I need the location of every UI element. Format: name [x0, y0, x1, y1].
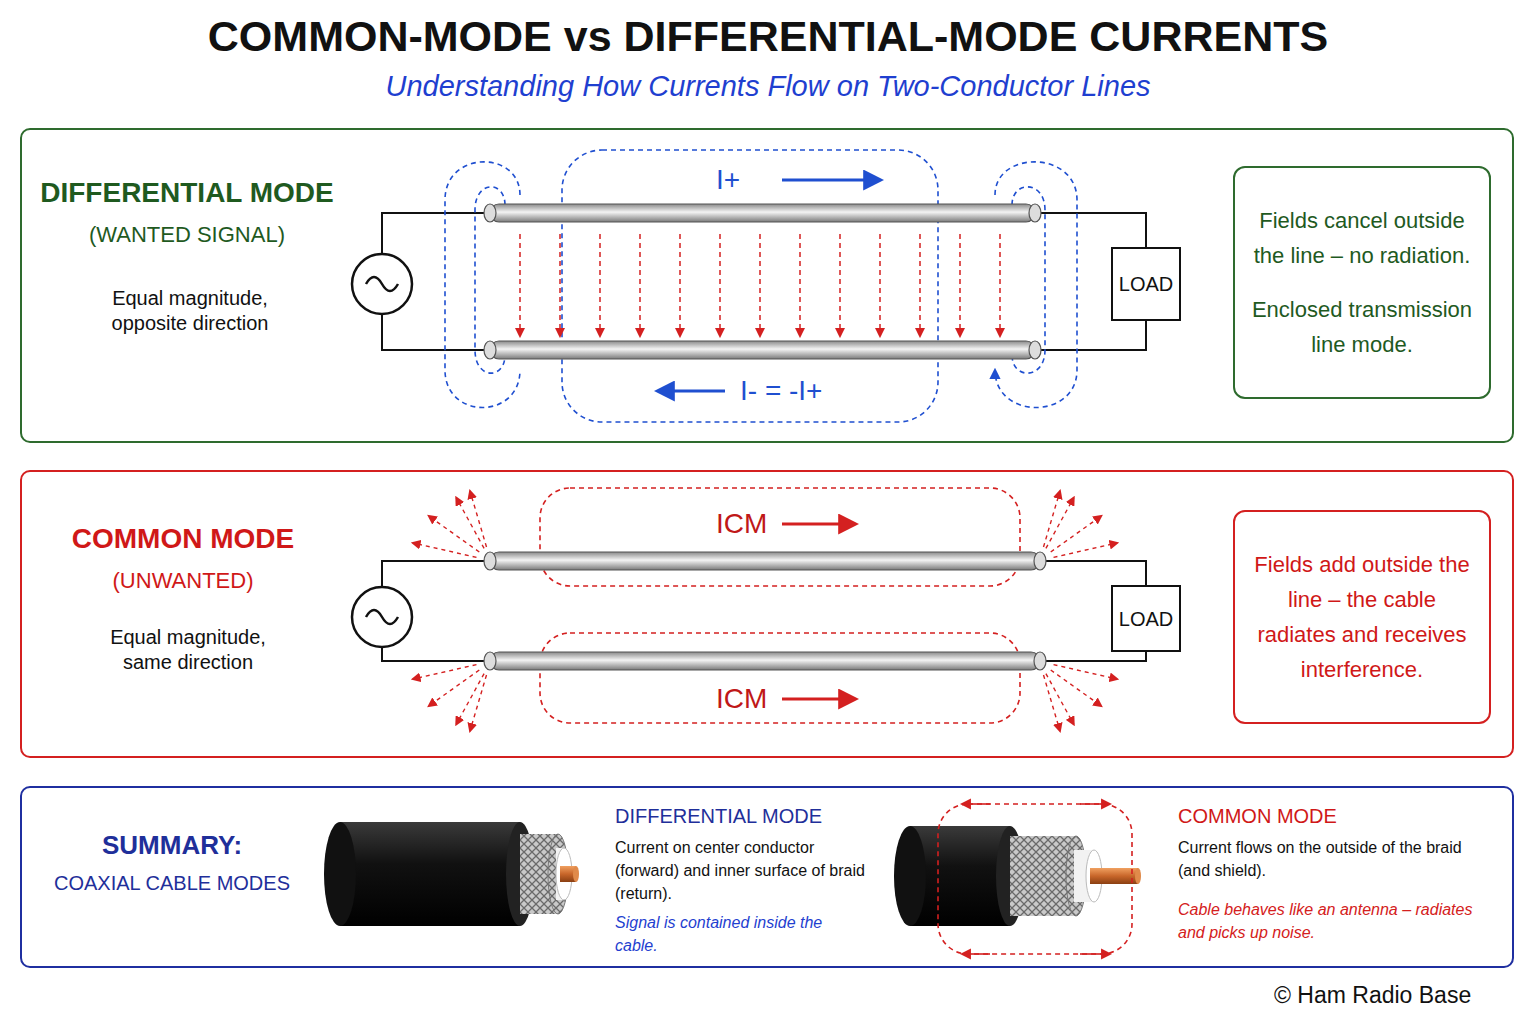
load-box: LOAD — [1111, 585, 1181, 652]
subtitle: Understanding How Currents Flow on Two-C… — [0, 70, 1536, 103]
radiated-field-lines — [413, 491, 1118, 731]
title: COMMON-MODE vs DIFFERENTIAL-MODE CURRENT… — [0, 12, 1536, 61]
node-text: LOAD — [1119, 603, 1173, 635]
field-arrow — [879, 234, 881, 336]
current-label: ICM — [712, 508, 771, 540]
field-arrow — [839, 234, 841, 336]
wires — [382, 213, 1146, 661]
electric-field-lines — [520, 234, 1000, 336]
source-symbol — [352, 254, 412, 647]
radiation-arrow — [1051, 670, 1102, 706]
radiation-arrow — [1044, 491, 1061, 547]
field-arrow — [999, 234, 1001, 336]
current-label: I- = -I+ — [736, 375, 826, 407]
conductors — [484, 204, 1046, 670]
node-text: DIFFERENTIAL MODE — [27, 175, 347, 210]
field-arrow — [559, 234, 561, 336]
node-text: Equal magnitude, same direction — [86, 625, 291, 675]
node-text: Current flows on the outside of the brai… — [1178, 836, 1478, 882]
field-arrow — [959, 234, 961, 336]
node-text: Enclosed transmission line mode. — [1249, 292, 1475, 362]
radiation-arrow — [429, 670, 480, 706]
note-box: Fields cancel outside the line – no radi… — [1233, 166, 1491, 399]
current-arrows — [658, 180, 880, 699]
radiation-arrow — [1044, 675, 1061, 731]
node-text: COMMON MODE — [1178, 804, 1478, 829]
node-text: COAXIAL CABLE MODES — [22, 871, 322, 896]
field-arrow — [799, 234, 801, 336]
field-arrow — [759, 234, 761, 336]
field-arrow — [519, 234, 521, 336]
radiation-arrow — [413, 665, 477, 679]
summary-panel: SUMMARY: COAXIAL CABLE MODES DIFFERENTIAL … — [20, 786, 1514, 968]
magnetic-field-lines — [445, 150, 1077, 422]
radiation-arrow — [1054, 665, 1118, 679]
node-text: LOAD — [1119, 268, 1173, 300]
node-text: Current on center conductor (forward) an… — [615, 836, 865, 906]
node-text: DIFFERENTIAL MODE — [615, 804, 875, 829]
field-arrow — [599, 234, 601, 336]
common-field-lines — [540, 488, 1020, 723]
radiation-arrow — [470, 675, 487, 731]
radiation-arrow — [429, 516, 480, 552]
node-text: Signal is contained inside the cable. — [615, 911, 865, 957]
field-arrow — [919, 234, 921, 336]
node-text: Equal magnitude, opposite direction — [88, 286, 293, 336]
current-label: ICM — [712, 683, 771, 715]
node-text: COMMON MODE — [23, 521, 343, 556]
radiation-arrow — [470, 491, 487, 547]
node-text: Fields add outside the line – the cable … — [1249, 547, 1475, 688]
radiation-arrow — [1054, 543, 1118, 557]
node-text: (UNWANTED) — [23, 567, 343, 595]
field-arrow — [679, 234, 681, 336]
radiation-arrow — [413, 543, 477, 557]
field-arrow — [639, 234, 641, 336]
node-text: SUMMARY: — [22, 829, 322, 862]
coax-cable — [894, 804, 1141, 954]
node-text: Fields cancel outside the line – no radi… — [1249, 203, 1475, 273]
node-text: (WANTED SIGNAL) — [27, 221, 347, 249]
current-label: I+ — [712, 164, 744, 196]
node-text: Cable behaves like an antenna – radiates… — [1178, 898, 1478, 944]
load-box: LOAD — [1111, 247, 1181, 321]
watermark: © Ham Radio Base — [1270, 982, 1475, 1009]
field-arrow — [719, 234, 721, 336]
coax-cable — [324, 822, 579, 926]
note-box: Fields add outside the line – the cable … — [1233, 510, 1491, 724]
radiation-arrow — [1051, 516, 1102, 552]
